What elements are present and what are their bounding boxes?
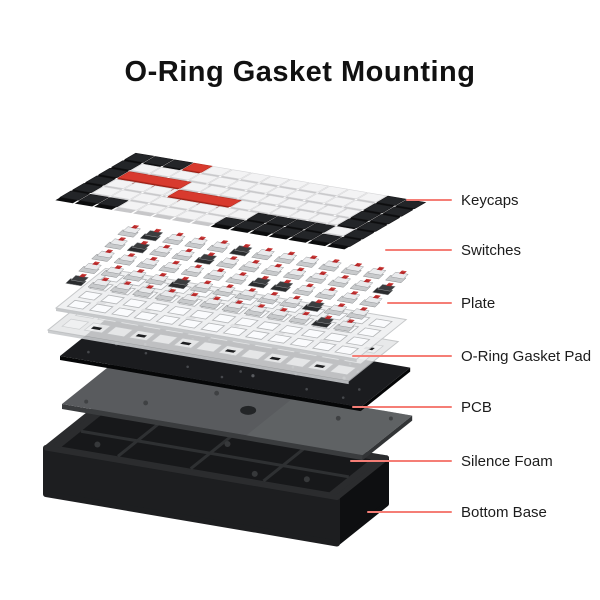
callout-keycaps: Keycaps	[406, 189, 519, 211]
layer-label: Switches	[461, 241, 522, 259]
callout-bottom-base: Bottom Base	[367, 501, 547, 523]
leader-line	[367, 511, 452, 513]
layer-label: Silence Foam	[461, 452, 553, 470]
leader-line	[385, 249, 452, 251]
leader-line	[350, 460, 452, 462]
layer-label: Plate	[461, 294, 496, 312]
layer-label: Keycaps	[461, 191, 519, 209]
layer-label: PCB	[461, 398, 492, 416]
callout-silence-foam: Silence Foam	[350, 450, 553, 472]
callout-plate: Plate	[387, 292, 495, 314]
callout-switches: Switches	[385, 239, 521, 261]
callout-gasket-pad: O-Ring Gasket Pad	[352, 345, 591, 367]
page-title: O-Ring Gasket Mounting	[124, 56, 476, 88]
leader-line	[387, 302, 452, 304]
leader-line	[352, 406, 452, 408]
leader-line	[352, 355, 452, 357]
layer-label: O-Ring Gasket Pad	[461, 347, 592, 365]
leader-line	[406, 199, 452, 201]
callout-pcb: PCB	[352, 396, 492, 418]
layer-label: Bottom Base	[461, 503, 547, 521]
